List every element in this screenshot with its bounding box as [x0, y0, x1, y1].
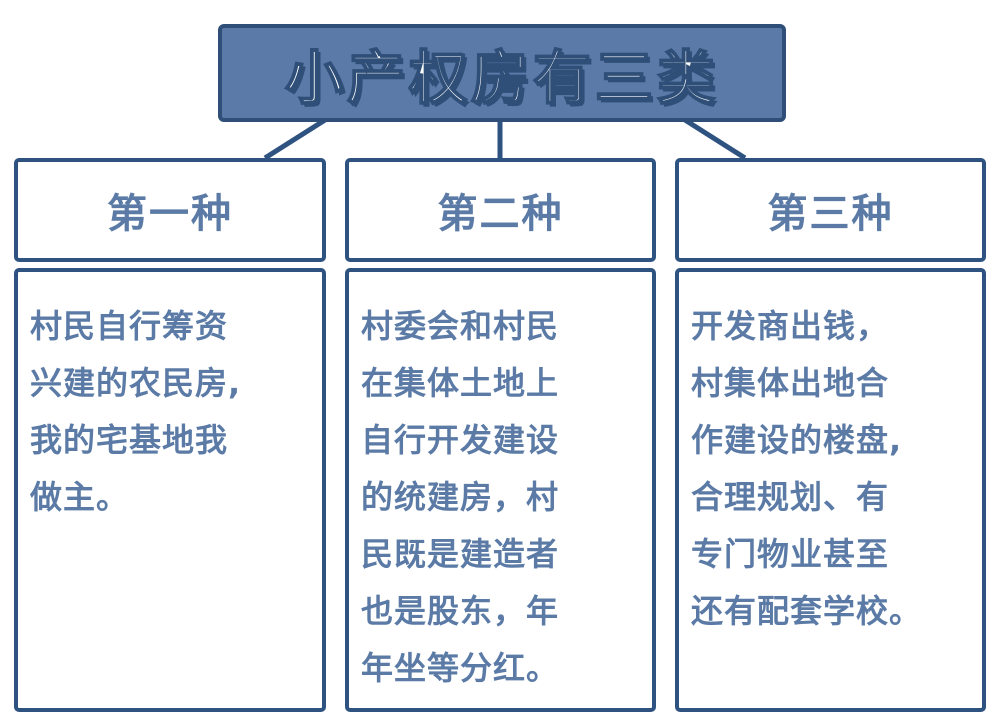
- description-line: 村集体出地合: [691, 364, 890, 402]
- category-label: 第三种: [767, 191, 894, 237]
- description-line: 在集体土地上: [361, 364, 560, 402]
- category-label: 第一种: [107, 191, 233, 237]
- description-line: 还有配套学校。: [691, 592, 923, 630]
- description-line: 年坐等分红。: [361, 649, 560, 687]
- category-description-2: 村委会和村民 在集体土地上 自行开发建设 的统建房，村 民既是建造者 也是股东，…: [345, 268, 656, 712]
- description-line: 做主。: [30, 478, 130, 516]
- description-line: 兴建的农民房,: [30, 364, 242, 402]
- description-line: 作建设的楼盘,: [691, 421, 903, 459]
- description-line: 的统建房，村: [361, 478, 560, 516]
- category-header-3: 第三种: [675, 158, 986, 262]
- description-line: 村民自行筹资: [30, 307, 229, 345]
- description-line: 自行开发建设: [361, 421, 560, 459]
- description-line: 民既是建造者: [361, 535, 560, 573]
- description-line: 开发商出钱，: [691, 307, 890, 345]
- category-label: 第二种: [437, 191, 564, 237]
- title-box: 小产权房有三类: [218, 24, 786, 122]
- category-description-3: 开发商出钱， 村集体出地合 作建设的楼盘, 合理规划、有 专门物业甚至 还有配套…: [675, 268, 986, 712]
- description-line: 村委会和村民: [361, 307, 560, 345]
- description-line: 我的宅基地我: [30, 421, 229, 459]
- description-line: 合理规划、有: [691, 478, 890, 516]
- description-line: 专门物业甚至: [691, 535, 890, 573]
- title-text: 小产权房有三类: [284, 43, 719, 113]
- description-line: 也是股东，年: [361, 592, 560, 630]
- category-description-1: 村民自行筹资 兴建的农民房, 我的宅基地我 做主。: [14, 268, 326, 712]
- category-header-2: 第二种: [345, 158, 656, 262]
- category-header-1: 第一种: [14, 158, 326, 262]
